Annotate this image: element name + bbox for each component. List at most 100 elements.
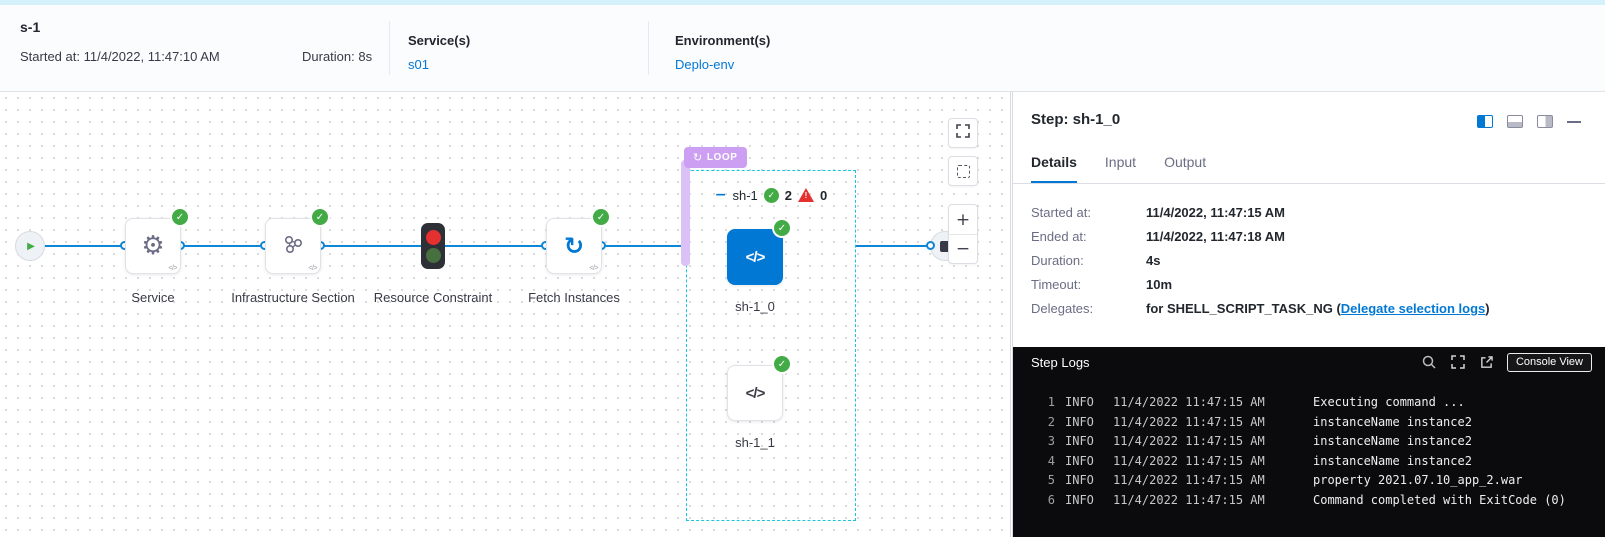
edge [602,245,686,247]
shell-script-icon: </> [745,248,766,266]
execution-header: s-1 Started at: 11/4/2022, 11:47:10 AM D… [0,5,1605,92]
loop-group-name: sh-1 [732,187,758,203]
layout-right-view-icon[interactable] [1537,115,1553,128]
node-service[interactable]: ⚙ </> [125,218,181,274]
detail-row-delegates: Delegates: for SHELL_SCRIPT_TASK_NG (Del… [1031,301,1490,316]
node-label-sh-1-0: sh-1_0 [735,299,775,314]
traffic-light-green-icon [425,247,441,263]
fullscreen-icon [956,123,970,143]
step-panel-title: Step: sh-1_0 [1031,111,1121,128]
environment-link[interactable]: Deplo-env [675,57,735,72]
step-details-list: Started at: 11/4/2022, 11:47:15 AM Ended… [1031,206,1490,326]
node-infrastructure[interactable]: </> [265,218,321,274]
services-block: Service(s) s01 [408,32,470,72]
panel-view-controls [1477,115,1581,128]
pipeline-start-node: ▶ [15,231,45,261]
zoom-in-button[interactable]: + [955,209,971,230]
detail-row-started: Started at: 11/4/2022, 11:47:15 AM [1031,205,1286,220]
top-accent-strip [0,0,1605,5]
marquee-select-icon [956,164,970,178]
node-label-resource-constraint: Resource Constraint [373,290,493,305]
step-logs-section: Step Logs Console View 1 INFO [1013,347,1605,537]
canvas-fullscreen-button[interactable] [948,118,978,148]
loop-group-boundary [686,170,856,521]
panel-tabs: Details Input Output [1013,150,1605,184]
loop-badge: ↻ LOOP [684,147,747,168]
success-check-icon: ✓ [774,356,790,372]
pipeline-name: s-1 [20,19,41,35]
logs-fullscreen-icon[interactable] [1451,355,1465,369]
success-check-icon: ✓ [593,209,609,225]
edge [321,245,422,247]
edge [856,245,932,247]
header-divider [389,21,390,75]
duration: Duration: 8s [302,49,373,64]
panel-minimize-icon[interactable] [1567,120,1581,123]
code-mini-icon: </> [308,265,317,272]
loop-failed-count: 0 [820,187,828,203]
infrastructure-icon [280,231,306,262]
step-logs-title: Step Logs [1031,354,1090,370]
success-check-icon: ✓ [312,209,328,225]
zoom-controls: + − [948,204,978,264]
node-port [926,241,935,250]
play-icon: ▶ [27,240,35,252]
stop-icon [939,240,951,252]
node-label-fetch-instances: Fetch Instances [528,290,620,305]
success-check-icon: ✓ [774,220,790,236]
detail-row-ended: Ended at: 11/4/2022, 11:47:18 AM [1031,229,1286,244]
log-lines[interactable]: 1 INFO 11/4/2022 11:47:15 AM Executing c… [1013,377,1605,510]
logs-search-icon[interactable] [1422,355,1436,369]
success-check-icon: ✓ [172,209,188,225]
log-line: 3 INFO 11/4/2022 11:47:15 AM instanceNam… [1047,434,1472,448]
environments-label: Environment(s) [675,33,771,48]
edge [445,245,546,247]
started-at: Started at: 11/4/2022, 11:47:10 AM [20,49,220,64]
log-line: 4 INFO 11/4/2022 11:47:15 AM instanceNam… [1047,453,1472,468]
canvas-select-button[interactable] [948,156,978,186]
log-line: 2 INFO 11/4/2022 11:47:15 AM instanceNam… [1047,414,1472,429]
tab-output[interactable]: Output [1164,154,1207,170]
loop-icon: ↻ [693,151,703,164]
node-sh-1-0[interactable]: </> [727,229,783,285]
node-label-service: Service [131,290,175,305]
log-line: 6 INFO 11/4/2022 11:47:15 AM Command com… [1047,492,1566,507]
step-logs-header: Step Logs Console View [1013,347,1605,377]
collapse-icon[interactable]: − [714,187,727,203]
gear-icon: ⚙ [141,231,165,261]
logs-open-new-tab-icon[interactable] [1480,355,1493,369]
edge [181,245,265,247]
pipeline-canvas[interactable]: ▶ ⚙ </> ✓ Service </> ✓ Infrastructure S… [0,92,1011,537]
code-mini-icon: </> [589,265,598,272]
detail-row-timeout: Timeout: 10m [1031,277,1173,292]
node-label-sh-1-1: sh-1_1 [735,435,775,450]
services-label: Service(s) [408,33,471,48]
delegate-selection-logs-link[interactable]: Delegate selection logs [1340,301,1486,316]
layout-bottom-view-icon[interactable] [1507,115,1523,128]
tab-details[interactable]: Details [1031,150,1077,183]
step-details-panel: Step: sh-1_0 Details Input Output Starte… [1012,92,1605,537]
loop-success-count: 2 [784,187,793,203]
loop-lane-bar [681,160,690,266]
header-divider [648,21,649,75]
log-line: 5 INFO 11/4/2022 11:47:15 AM property 20… [1047,473,1523,487]
warning-triangle-icon: ! [798,188,815,202]
log-line: 1 INFO 11/4/2022 11:47:15 AM Executing c… [1047,395,1465,409]
node-fetch-instances[interactable]: ↻ </> [546,218,602,274]
detail-row-duration: Duration: 4s [1031,253,1161,268]
node-label-infrastructure: Infrastructure Section [231,290,355,305]
node-sh-1-1[interactable]: </> [727,365,783,421]
tab-input[interactable]: Input [1104,154,1137,170]
edge [45,245,125,247]
zoom-out-button[interactable]: − [949,234,977,263]
service-link[interactable]: s01 [408,57,429,72]
layout-left-view-icon[interactable] [1477,115,1493,128]
fetch-instances-icon: ↻ [563,232,585,260]
code-mini-icon: </> [168,265,177,272]
success-check-icon: ✓ [763,187,779,203]
node-resource-constraint[interactable] [421,223,445,269]
console-view-button[interactable]: Console View [1506,352,1592,372]
loop-group-header: − sh-1 ✓ 2 ! 0 [696,187,846,203]
traffic-light-red-icon [425,229,441,245]
shell-script-icon: </> [745,384,766,402]
